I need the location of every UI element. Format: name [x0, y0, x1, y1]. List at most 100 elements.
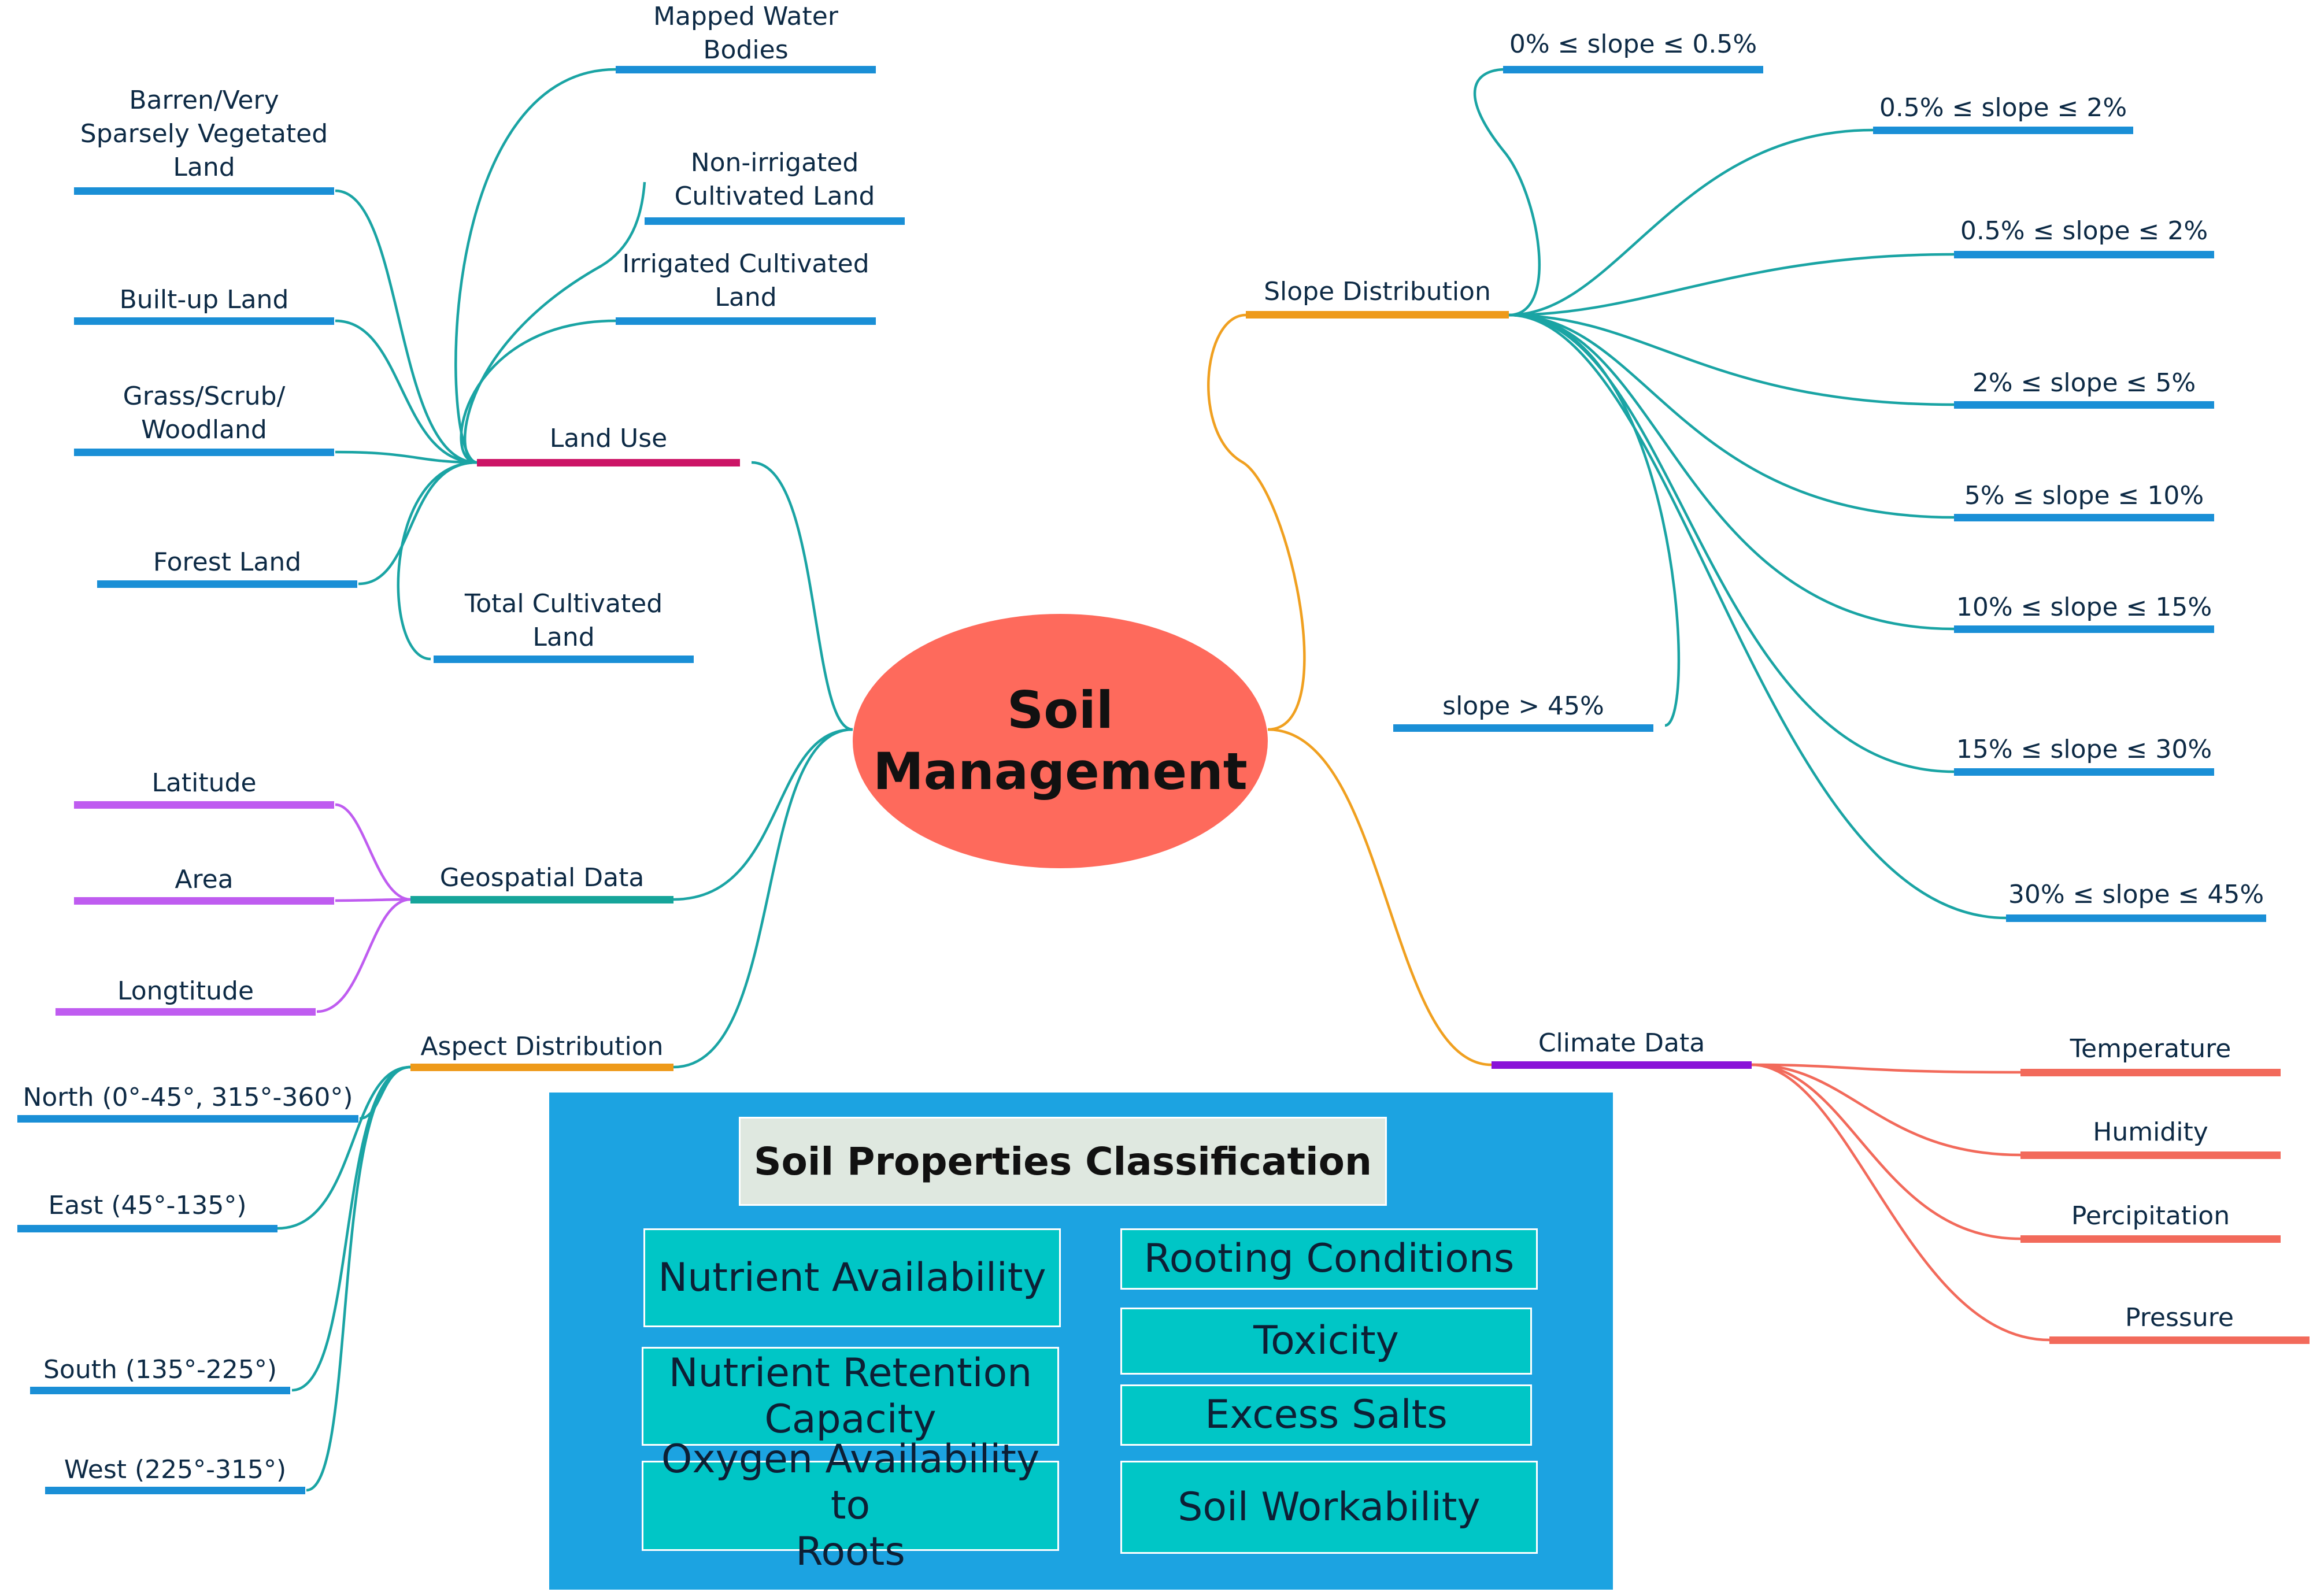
edge-center-aspect	[673, 728, 853, 1069]
edge-center-climate	[1267, 728, 1492, 1067]
edge-lu-barren	[335, 189, 478, 464]
leaf-slope-3[interactable]: 2% ≤ slope ≤ 5%	[1972, 368, 2196, 398]
leaf-slope-4-bar	[1954, 514, 2214, 521]
central-topic-label: Soil Management	[873, 680, 1248, 801]
leaf-area-bar	[74, 897, 334, 905]
prop-soil-workability[interactable]: Soil Workability	[1120, 1461, 1538, 1554]
leaf-percipitation[interactable]: Percipitation	[2071, 1201, 2230, 1231]
leaf-temperature[interactable]: Temperature	[2070, 1034, 2231, 1064]
leaf-slope-6[interactable]: slope > 45%	[1442, 691, 1604, 721]
leaf-slope-2[interactable]: 0.5% ≤ slope ≤ 2%	[1960, 216, 2208, 246]
leaf-slope-5[interactable]: 10% ≤ slope ≤ 15%	[1956, 593, 2212, 622]
edge-lu-nonirr	[464, 182, 646, 464]
branch-climate-data[interactable]: Climate Data	[1538, 1028, 1705, 1058]
leaf-slope-7[interactable]: 15% ≤ slope ≤ 30%	[1956, 735, 2212, 764]
prop-nutrient-availability[interactable]: Nutrient Availability	[643, 1228, 1061, 1327]
prop-excess-salts[interactable]: Excess Salts	[1120, 1384, 1532, 1446]
leaf-slope-8[interactable]: 30% ≤ slope ≤ 45%	[2008, 880, 2264, 909]
edge-lu-forest	[358, 461, 478, 586]
leaf-latitude-bar	[74, 801, 334, 809]
edge-lu-builtup	[335, 319, 478, 464]
leaf-total-cultivated-land[interactable]: Total Cultivated Land	[464, 589, 663, 652]
branch-slope-distribution[interactable]: Slope Distribution	[1264, 277, 1491, 306]
leaf-pressure-bar	[2049, 1336, 2310, 1344]
leaf-irrigated-cultivated-land[interactable]: Irrigated Cultivated Land	[622, 249, 869, 312]
edge-asp-east	[277, 1065, 411, 1230]
edge-geo-lat	[335, 803, 411, 901]
leaf-south[interactable]: South (135°-225°)	[43, 1355, 277, 1384]
leaf-barren-land-bar	[74, 187, 334, 195]
leaf-forest-land-bar	[97, 580, 357, 588]
branch-land-use-bar	[477, 459, 740, 466]
prop-rooting-conditions[interactable]: Rooting Conditions	[1120, 1228, 1538, 1290]
edge-lu-water	[454, 68, 616, 464]
leaf-slope-5-bar	[1954, 625, 2214, 633]
leaf-humidity-bar	[2020, 1151, 2281, 1159]
edge-sl-8	[1508, 313, 2007, 920]
edge-cl-hum	[1751, 1063, 2021, 1157]
leaf-west-bar	[45, 1487, 305, 1494]
edge-sl-4	[1508, 313, 1955, 519]
edge-center-landuse	[751, 461, 853, 731]
edge-sl-1	[1508, 128, 1874, 317]
edge-lu-irrigated	[460, 319, 616, 464]
edge-sl-6	[1508, 313, 1681, 727]
down-arrow-icon	[1003, 858, 1119, 1095]
edge-center-geospatial	[673, 728, 853, 901]
leaf-built-up-land-bar	[74, 317, 334, 325]
leaf-north[interactable]: North (0°-45°, 315°-360°)	[23, 1083, 353, 1112]
leaf-mapped-water-bodies-bar	[616, 66, 876, 73]
prop-oxygen-availability[interactable]: Oxygen Availability to Roots	[642, 1436, 1059, 1575]
leaf-slope-0[interactable]: 0% ≤ slope ≤ 0.5%	[1509, 29, 1757, 59]
soil-properties-title[interactable]: Soil Properties Classification	[739, 1117, 1387, 1206]
leaf-east[interactable]: East (45°-135°)	[48, 1191, 247, 1220]
edge-sl-0	[1473, 68, 1541, 317]
edge-sl-3	[1508, 313, 1955, 406]
edge-lu-grass	[335, 450, 478, 464]
leaf-slope-7-bar	[1954, 768, 2214, 776]
prop-nutrient-retention-capacity[interactable]: Nutrient Retention Capacity	[642, 1347, 1059, 1446]
leaf-temperature-bar	[2020, 1069, 2281, 1076]
leaf-east-bar	[17, 1225, 277, 1232]
leaf-slope-0-bar	[1503, 66, 1763, 73]
central-topic[interactable]: Soil Management	[853, 614, 1268, 868]
leaf-barren-land[interactable]: Barren/Very Sparsely Vegetated Land	[80, 86, 328, 182]
leaf-non-irrigated-cultivated-land[interactable]: Non-irrigated Cultivated Land	[674, 148, 875, 211]
leaf-north-bar	[17, 1115, 358, 1123]
leaf-forest-land[interactable]: Forest Land	[153, 547, 302, 577]
leaf-slope-6-bar	[1393, 724, 1653, 732]
edge-center-slope	[1207, 313, 1306, 731]
branch-aspect-distribution-bar	[410, 1064, 673, 1071]
edge-cl-temp	[1751, 1063, 2021, 1074]
prop-toxicity[interactable]: Toxicity	[1120, 1308, 1532, 1375]
edge-sl-7	[1508, 313, 1955, 773]
branch-slope-distribution-bar	[1246, 311, 1509, 319]
branch-geospatial-data-bar	[410, 896, 673, 903]
leaf-longtitude[interactable]: Longtitude	[117, 976, 254, 1006]
leaf-grass-scrub-woodland[interactable]: Grass/Scrub/ Woodland	[123, 382, 286, 445]
leaf-area[interactable]: Area	[175, 865, 234, 894]
branch-geospatial-data[interactable]: Geospatial Data	[439, 863, 645, 893]
leaf-humidity[interactable]: Humidity	[2093, 1117, 2208, 1147]
leaf-non-irrigated-cultivated-land-bar	[645, 217, 905, 225]
leaf-total-cultivated-land-bar	[434, 656, 694, 663]
leaf-mapped-water-bodies[interactable]: Mapped Water Bodies	[653, 2, 838, 65]
leaf-slope-8-bar	[2006, 914, 2266, 922]
leaf-slope-2-bar	[1954, 251, 2214, 258]
leaf-slope-1[interactable]: 0.5% ≤ slope ≤ 2%	[1879, 93, 2127, 123]
leaf-latitude[interactable]: Latitude	[151, 768, 257, 798]
leaf-built-up-land[interactable]: Built-up Land	[119, 285, 289, 314]
leaf-percipitation-bar	[2020, 1235, 2281, 1243]
leaf-grass-scrub-woodland-bar	[74, 449, 334, 456]
edge-lu-total	[397, 461, 478, 661]
leaf-slope-4[interactable]: 5% ≤ slope ≤ 10%	[1964, 481, 2204, 510]
leaf-slope-3-bar	[1954, 401, 2214, 409]
edge-cl-per	[1751, 1063, 2021, 1240]
branch-land-use[interactable]: Land Use	[549, 424, 668, 453]
leaf-irrigated-cultivated-land-bar	[616, 317, 876, 325]
branch-aspect-distribution[interactable]: Aspect Distribution	[420, 1032, 664, 1061]
leaf-west[interactable]: West (225°-315°)	[64, 1455, 287, 1484]
leaf-pressure[interactable]: Pressure	[2125, 1303, 2234, 1332]
leaf-south-bar	[30, 1387, 290, 1394]
